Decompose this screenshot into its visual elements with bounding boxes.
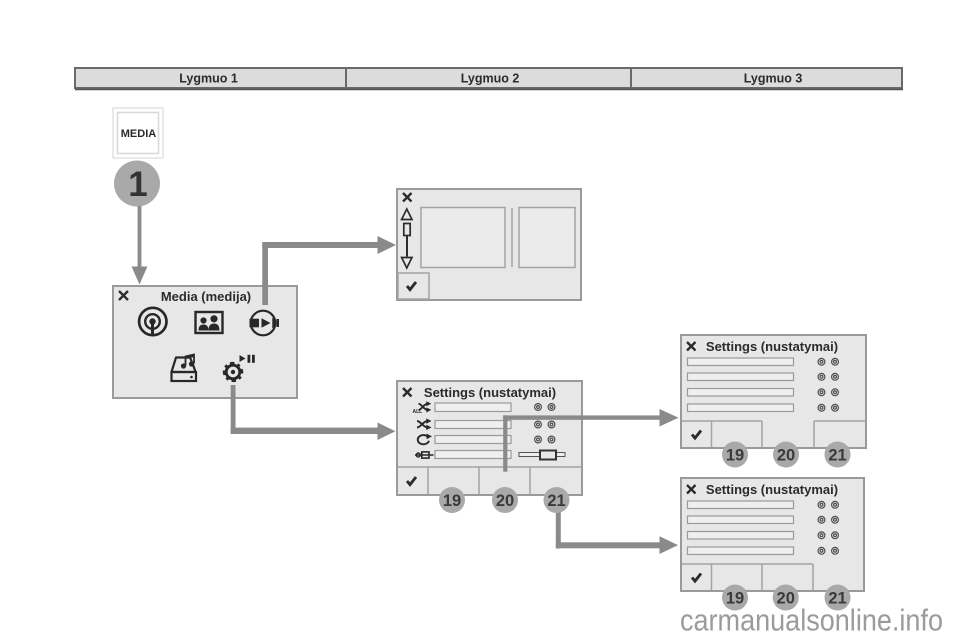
- svg-text:20: 20: [777, 590, 795, 608]
- svg-text:19: 19: [443, 492, 461, 510]
- svg-text:Media (medija): Media (medija): [161, 289, 251, 304]
- svg-text:MEDIA: MEDIA: [121, 128, 157, 140]
- svg-text:Settings (nustatymai): Settings (nustatymai): [706, 482, 838, 497]
- svg-text:21: 21: [828, 447, 846, 465]
- svg-text:Lygmuo 3: Lygmuo 3: [744, 72, 803, 86]
- svg-text:Lygmuo 2: Lygmuo 2: [461, 72, 520, 86]
- svg-text:20: 20: [496, 492, 514, 510]
- svg-text:21: 21: [828, 590, 846, 608]
- svg-text:19: 19: [726, 590, 744, 608]
- svg-text:20: 20: [777, 447, 795, 465]
- svg-text:Settings (nustatymai): Settings (nustatymai): [424, 385, 556, 400]
- svg-text:ALL: ALL: [413, 409, 423, 415]
- svg-text:19: 19: [726, 447, 744, 465]
- svg-text:Lygmuo 1: Lygmuo 1: [179, 72, 238, 86]
- svg-text:21: 21: [547, 492, 565, 510]
- svg-text:Settings (nustatymai): Settings (nustatymai): [706, 339, 838, 354]
- svg-text:carmanualsonline.info: carmanualsonline.info: [680, 603, 943, 638]
- svg-text:1: 1: [128, 165, 147, 204]
